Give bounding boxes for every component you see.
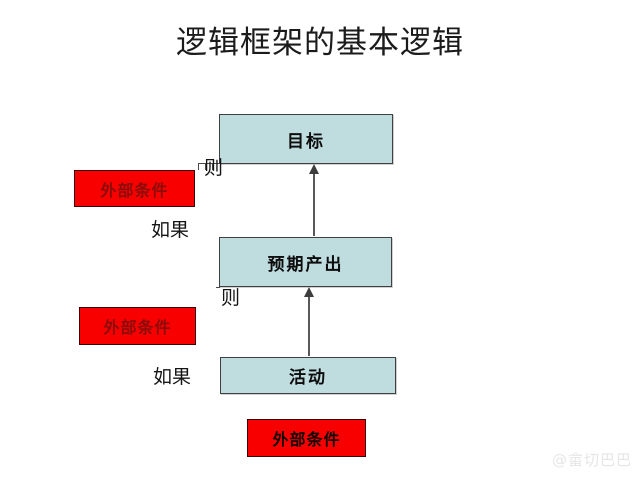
connector-tick-goal <box>198 163 220 164</box>
connector-tick-outputs <box>216 287 220 288</box>
arrow-outputs-to-goal-icon <box>313 173 315 236</box>
node-external-condition-bottom: 外部条件 <box>247 419 366 457</box>
connector-label-then-top: 则 <box>204 157 224 179</box>
node-expected-outputs: 预期产出 <box>219 237 392 287</box>
connector-tick-goal-stub-2 <box>205 163 206 170</box>
node-expected-outputs-label: 预期产出 <box>267 254 344 275</box>
connector-label-if-top: 如果 <box>151 219 190 241</box>
node-external-condition-bottom-label: 外部条件 <box>272 430 341 449</box>
page-title: 逻辑框架的基本逻辑 <box>176 25 464 61</box>
node-external-condition-middle: 外部条件 <box>79 307 196 345</box>
connector-label-if-bottom: 如果 <box>153 366 192 388</box>
node-external-condition-top: 外部条件 <box>74 170 195 207</box>
connector-tick-goal-stub <box>198 163 199 170</box>
node-external-condition-top-label: 外部条件 <box>100 180 169 200</box>
node-activities-label: 活动 <box>289 368 327 388</box>
node-goal: 目标 <box>219 114 393 164</box>
watermark: @畲切巴巴 <box>551 451 632 469</box>
node-goal-label: 目标 <box>287 131 325 152</box>
arrow-activities-to-outputs-icon <box>308 296 310 356</box>
connector-tick-goal-stub-3 <box>212 163 213 170</box>
connector-label-then-bottom: 则 <box>221 287 241 309</box>
node-activities: 活动 <box>220 357 396 394</box>
node-external-condition-middle-label: 外部条件 <box>103 318 172 337</box>
